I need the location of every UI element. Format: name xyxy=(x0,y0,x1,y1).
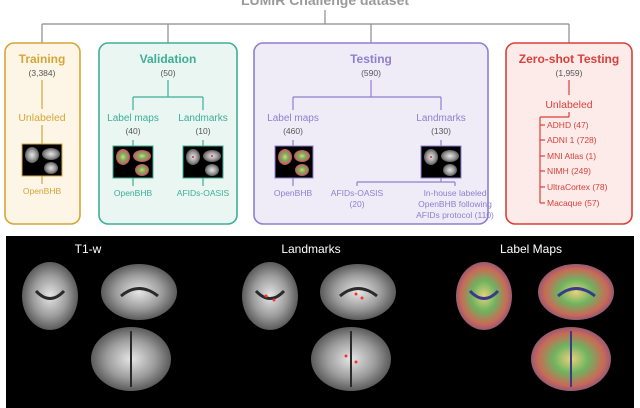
validation-labelmap-thumbnail xyxy=(112,145,154,179)
zeroshot-title: Zero-shot Testing xyxy=(519,52,619,66)
testing-left-count: (460) xyxy=(283,126,303,136)
testing-right-source2-line3: AFIDs protocol (110) xyxy=(416,210,494,220)
top-connectors xyxy=(41,10,570,43)
training-thumbnail xyxy=(21,143,63,177)
training-source: OpenBHB xyxy=(23,186,62,196)
training-sub: Unlabeled xyxy=(18,112,65,124)
validation-title: Validation xyxy=(140,52,197,66)
labelmaps-images xyxy=(456,262,614,391)
testing-right-source1: AFIDs-OASIS xyxy=(331,188,384,198)
testing-labelmap-thumbnail xyxy=(274,145,314,179)
testing-count: (590) xyxy=(361,68,381,78)
zeroshot-box: Zero-shot Testing (1,959) Unlabeled ADHD… xyxy=(505,42,633,225)
zeroshot-item-adhd: ADHD (47) xyxy=(547,120,589,130)
testing-right-source2-line2: OpenBHB following xyxy=(418,199,492,209)
zeroshot-item-ultracortex: UltraCortex (78) xyxy=(547,182,608,192)
training-title: Training xyxy=(19,52,66,66)
validation-right-title: Landmarks xyxy=(178,113,227,124)
zeroshot-sub: Unlabeled xyxy=(545,99,592,111)
testing-right-source2-line1: In-house labeled xyxy=(424,188,487,198)
testing-box: Testing (590) Label maps (460) Landmarks… xyxy=(253,42,494,225)
dataset-diagram: LUMIR Challenge dataset Training (3,384)… xyxy=(4,0,633,225)
diagram-title: LUMIR Challenge dataset xyxy=(241,0,409,8)
zeroshot-item-adni: ADNI 1 (728) xyxy=(547,135,597,145)
mri-panel-t1w: T1-w xyxy=(75,242,102,256)
testing-left-title: Label maps xyxy=(267,113,319,124)
landmarks-images xyxy=(242,262,396,391)
mri-panel-labelmaps: Label Maps xyxy=(500,242,562,256)
validation-right-count: (10) xyxy=(195,126,210,136)
zeroshot-item-nimh: NIMH (249) xyxy=(547,166,591,176)
t1w-images xyxy=(22,262,177,391)
training-box: Training (3,384) Unlabeled OpenBHB xyxy=(4,42,81,225)
validation-left-count: (40) xyxy=(125,126,140,136)
validation-left-source: OpenBHB xyxy=(114,188,153,198)
validation-left-title: Label maps xyxy=(107,113,159,124)
testing-left-source: OpenBHB xyxy=(274,188,313,198)
validation-count: (50) xyxy=(160,68,175,78)
validation-box: Validation (50) Label maps (40) Landmark… xyxy=(98,42,238,225)
mri-examples-panel: T1-w Landmarks Label Maps xyxy=(6,236,634,408)
training-count: (3,384) xyxy=(29,68,56,78)
testing-right-count: (130) xyxy=(431,126,451,136)
mri-panel-landmarks: Landmarks xyxy=(281,242,340,256)
validation-right-source: AFIDs-OASIS xyxy=(177,188,230,198)
validation-landmark-thumbnail xyxy=(182,145,224,179)
testing-landmark-thumbnail xyxy=(420,145,462,179)
testing-right-title: Landmarks xyxy=(416,113,465,124)
testing-right-source1-count: (20) xyxy=(349,199,364,209)
testing-title: Testing xyxy=(350,52,392,66)
zeroshot-item-macaque: Macaque (57) xyxy=(547,198,600,208)
zeroshot-count: (1,959) xyxy=(556,68,583,78)
zeroshot-item-mni: MNI Atlas (1) xyxy=(547,151,596,161)
